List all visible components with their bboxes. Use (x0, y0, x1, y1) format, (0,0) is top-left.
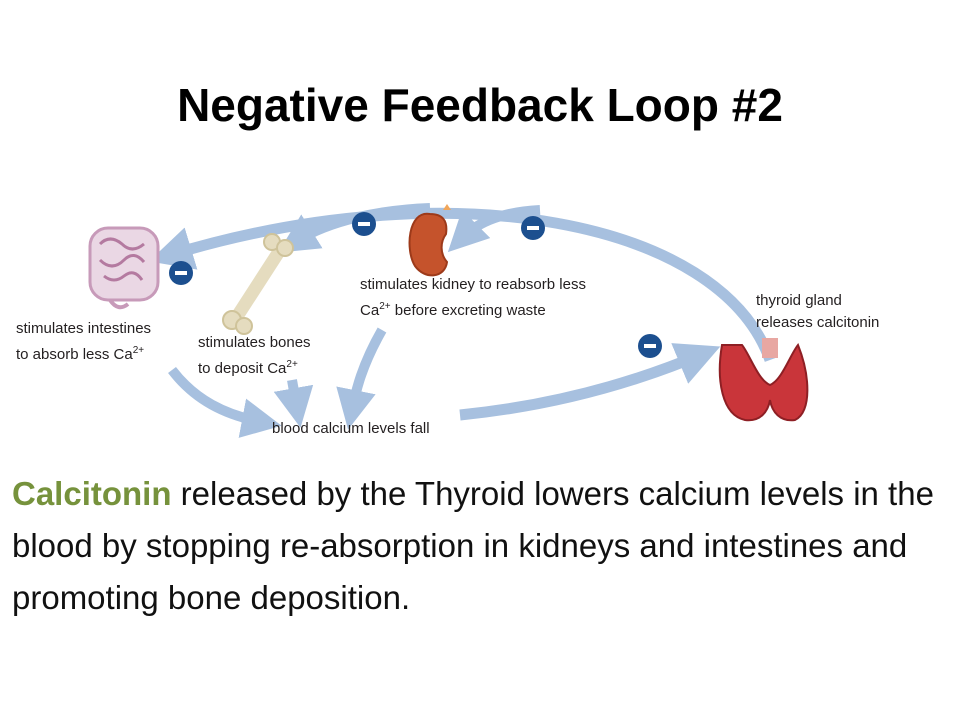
label-intestines-line2: to absorb less Ca (16, 346, 133, 363)
minus-circle-icon (638, 334, 662, 358)
label-blood-calcium: blood calcium levels fall (272, 420, 430, 437)
label-intestines: stimulates intestines to absorb less Ca2… (16, 318, 151, 366)
label-bones-line2: to deposit Ca (198, 360, 287, 377)
diagram-graphics (88, 203, 809, 438)
arrow-blood-to-thyroid (459, 343, 721, 421)
minus-circle-icon (521, 216, 545, 240)
label-bones-line1: stimulates bones (198, 334, 311, 351)
minus-circle-icon (352, 212, 376, 236)
arrow-to-kidney (447, 205, 541, 253)
label-thyroid-line1: thyroid gland (756, 292, 842, 309)
label-kidney-line2-ca: Ca (360, 302, 380, 319)
arrow-bones-to-blood (273, 379, 314, 428)
label-thyroid: thyroid gland releases calcitonin (756, 290, 879, 334)
caption-text: Calcitonin released by the Thyroid lower… (12, 468, 942, 624)
label-bones: stimulates bones to deposit Ca2+ (198, 332, 311, 380)
thyroid-icon (718, 338, 809, 422)
caption-highlight: Calcitonin (12, 475, 172, 512)
arrow-intestines-to-blood (168, 366, 282, 438)
label-intestines-line1: stimulates intestines (16, 320, 152, 337)
charge-superscript: 2+ (379, 301, 391, 312)
kidney-icon (408, 204, 451, 277)
bone-icon (222, 233, 294, 335)
intestines-icon (88, 226, 160, 310)
charge-superscript: 2+ (286, 359, 298, 370)
label-thyroid-line2: releases calcitonin (756, 314, 880, 331)
minus-circle-icon (169, 261, 193, 285)
label-kidney-line1: stimulates kidney to reabsorb less (360, 276, 586, 293)
caption-rest: released by the Thyroid lowers calcium l… (12, 475, 934, 616)
page-title: Negative Feedback Loop #2 (177, 79, 783, 131)
label-kidney: stimulates kidney to reabsorb less Ca2+ … (360, 274, 586, 322)
arrow-kidney-to-blood (336, 327, 387, 430)
charge-superscript: 2+ (132, 345, 145, 356)
label-kidney-line2-rest: before excreting waste (390, 302, 546, 319)
feedback-diagram: stimulates intestines to absorb less Ca2… (0, 180, 960, 450)
